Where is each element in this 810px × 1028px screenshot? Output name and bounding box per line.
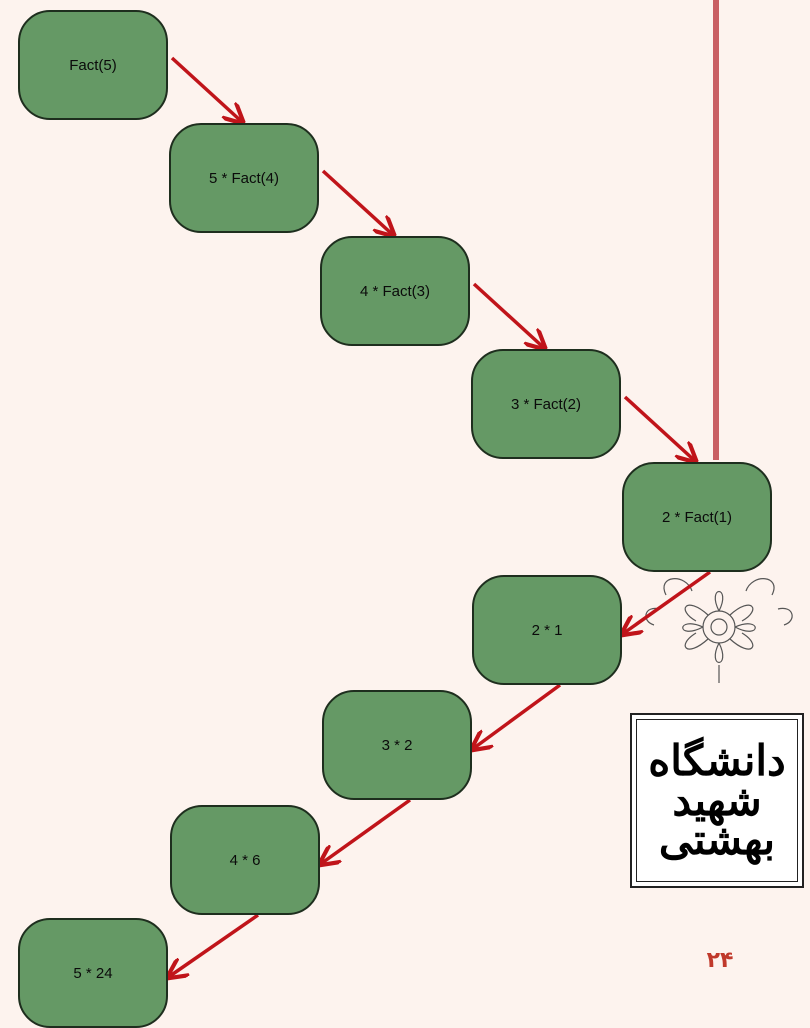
call-node-9: 5 * 24	[18, 918, 168, 1028]
call-node-label: Fact(5)	[69, 56, 117, 74]
call-node-5: 2 * Fact(1)	[622, 462, 772, 572]
arrow-down-3	[472, 282, 543, 347]
call-node-4: 3 * Fact(2)	[471, 349, 621, 459]
university-seal: دانشگاه شهید بهشتی	[630, 713, 804, 888]
arrow-down-2	[321, 169, 392, 234]
call-node-3: 4 * Fact(3)	[320, 236, 470, 346]
call-node-label: 3 * 2	[381, 736, 413, 754]
seal-text: دانشگاه شهید بهشتی	[636, 719, 798, 882]
call-node-7: 3 * 2	[322, 690, 472, 800]
arrow-down-4	[623, 395, 694, 460]
call-node-1: Fact(5)	[18, 10, 168, 120]
arrow-up-2	[474, 683, 562, 748]
call-node-label: 4 * Fact(3)	[359, 282, 431, 300]
call-node-2: 5 * Fact(4)	[169, 123, 319, 233]
call-node-8: 4 * 6	[170, 805, 320, 915]
floral-ornament-icon	[645, 578, 793, 683]
page-number: ۲۴	[706, 948, 734, 973]
vertical-divider	[713, 0, 719, 460]
call-node-label: 3 * Fact(2)	[510, 395, 582, 413]
arrow-up-3	[322, 798, 412, 863]
call-node-label: 2 * Fact(1)	[661, 508, 733, 526]
arrow-up-4	[170, 913, 259, 976]
call-node-6: 2 * 1	[472, 575, 622, 685]
call-node-label: 4 * 6	[229, 851, 261, 869]
call-node-label: 2 * 1	[531, 621, 563, 639]
call-node-label: 5 * 24	[73, 964, 113, 982]
call-node-label: 5 * Fact(4)	[208, 169, 280, 187]
arrow-down-1	[170, 56, 241, 121]
